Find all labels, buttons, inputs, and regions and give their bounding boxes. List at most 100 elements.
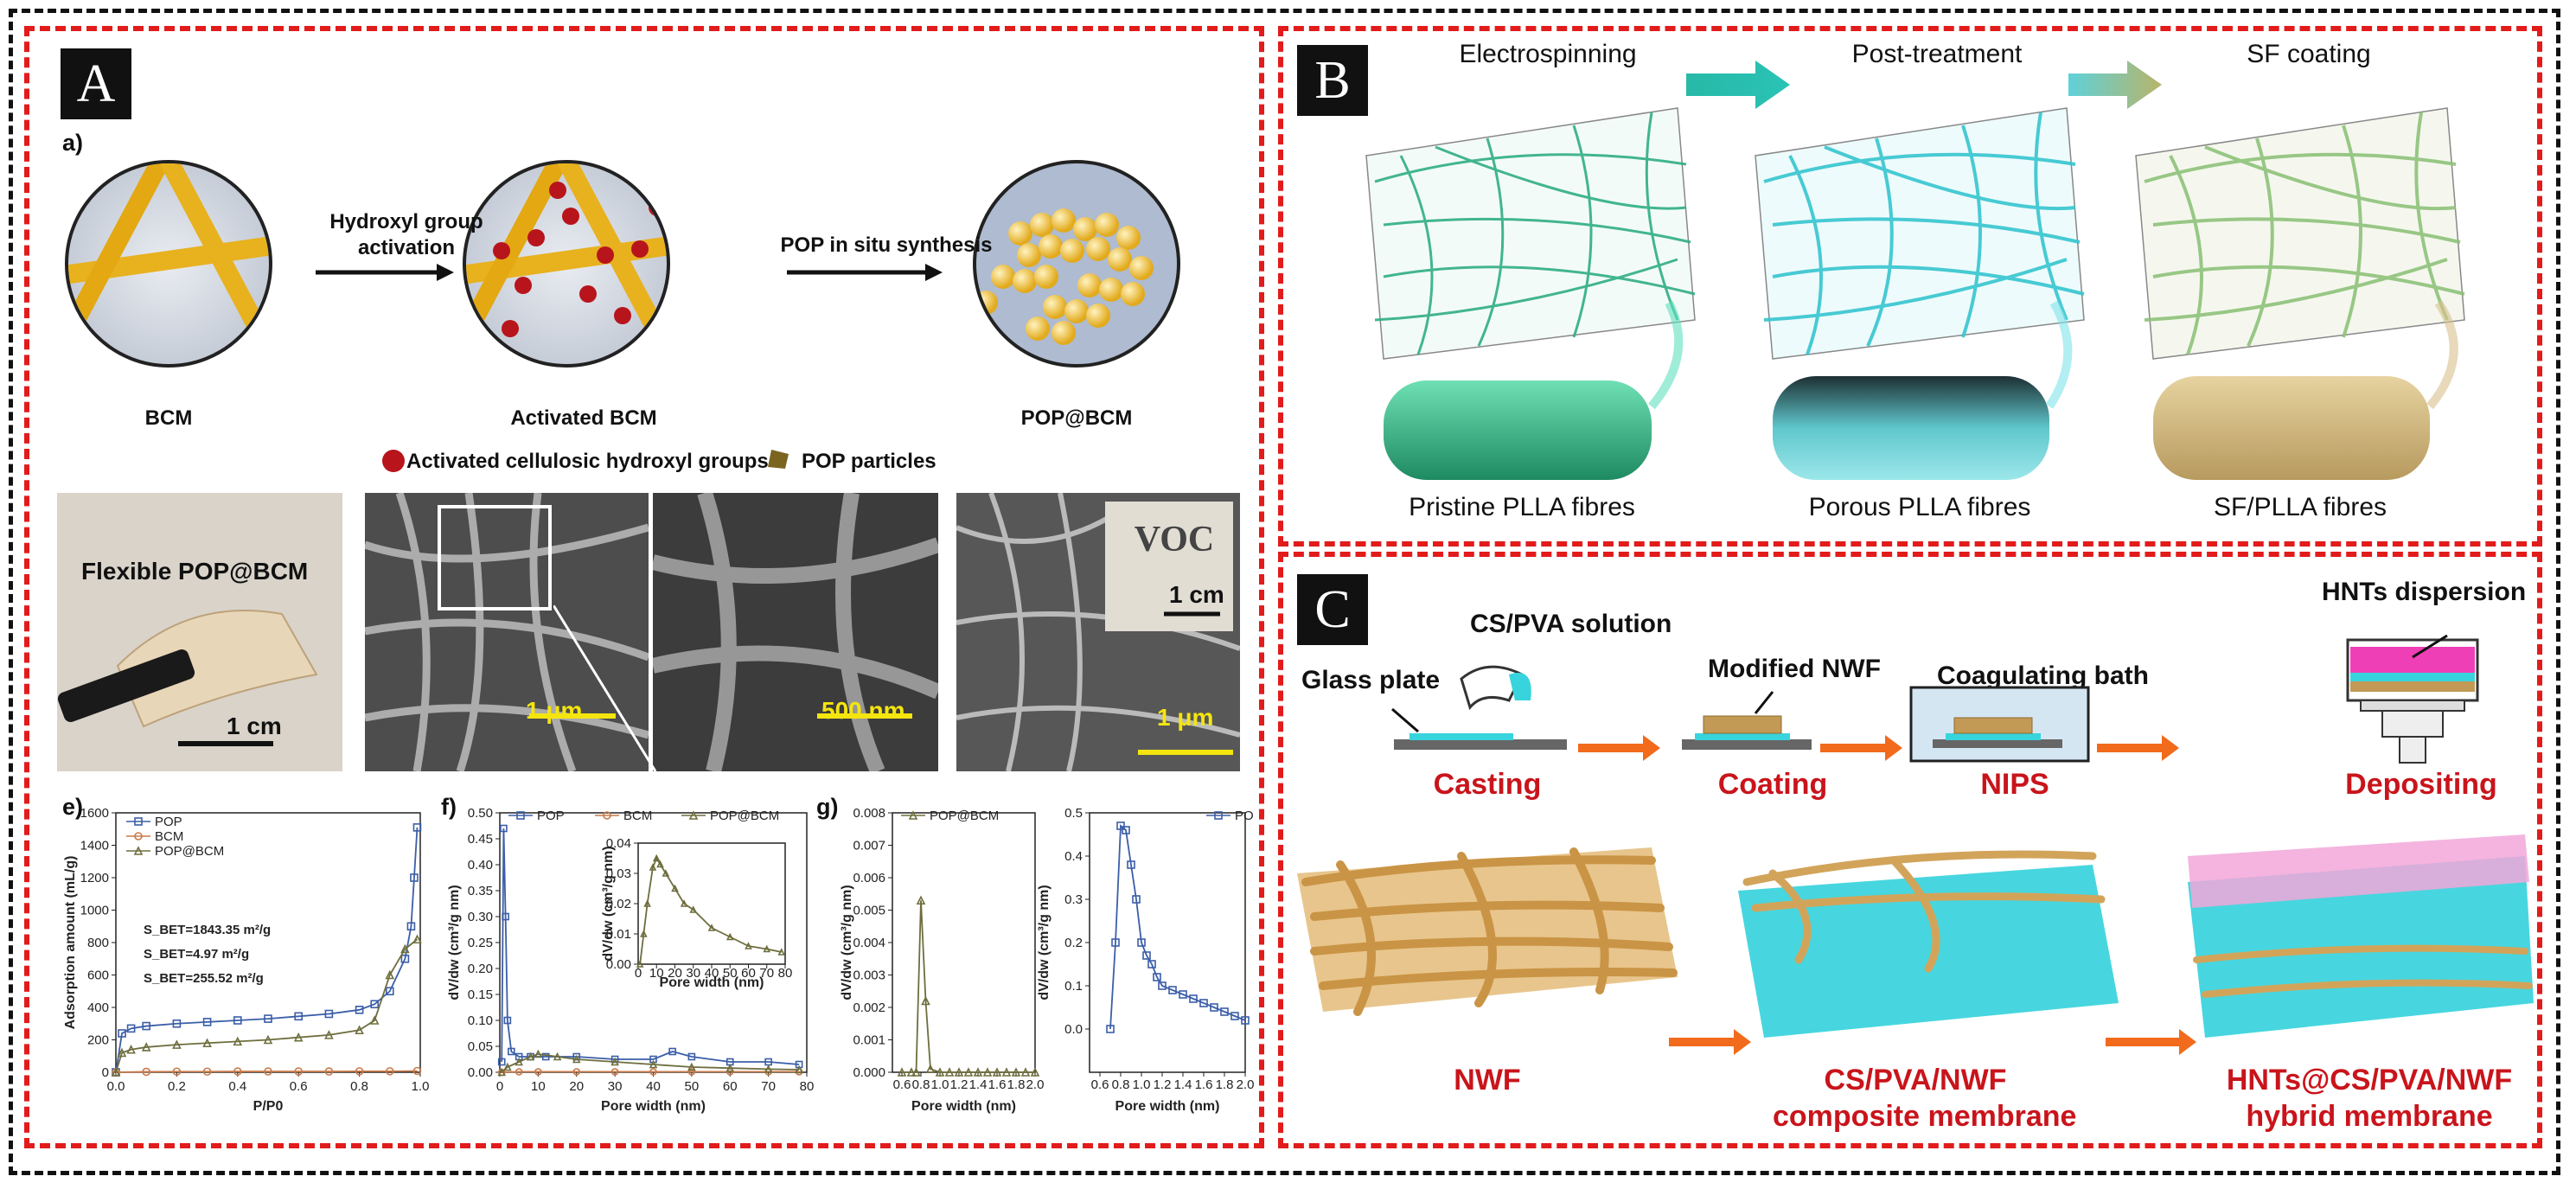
x-tick-label: 0.0: [107, 1079, 125, 1094]
zoom-lines: [553, 605, 657, 772]
y-tick-label: 0.003: [853, 968, 885, 983]
x-axis-label: Pore width (nm): [601, 1099, 706, 1114]
data-point: [534, 1068, 542, 1076]
y-tick-label: 0.3: [1064, 892, 1083, 907]
data-point: [1168, 986, 1177, 994]
y-axis-label: dV/dw (cm³/g nm): [840, 885, 854, 1000]
data-point: [643, 899, 651, 907]
data-point: [897, 1067, 907, 1077]
data-point: [649, 1059, 658, 1069]
data-point: [497, 1067, 507, 1077]
data-point: [925, 1064, 936, 1074]
y-tick-label: 0.004: [853, 936, 885, 950]
series-line: [115, 938, 419, 1073]
data-point: [1030, 1067, 1040, 1077]
x-tick-label: 1.2: [950, 1077, 968, 1092]
data-point: [603, 811, 611, 820]
data-point: [118, 1029, 126, 1038]
x-tick-label: 50: [685, 1079, 700, 1094]
x-tick-label: 0.6: [1091, 1077, 1109, 1092]
x-tick-label: 0: [635, 966, 642, 981]
x-tick-label: 1.8: [1216, 1077, 1234, 1092]
bcm-scheme: [65, 160, 1180, 472]
x-axis-label: Pore width (nm): [660, 975, 764, 990]
activated-dot-legend-icon: [382, 450, 405, 472]
hnts-dispersion-label: HNTs dispersion: [2322, 578, 2527, 606]
x-tick-label: 1.4: [969, 1077, 988, 1092]
data-point: [293, 1032, 304, 1042]
x-tick-label: 1.0: [412, 1079, 430, 1094]
data-point: [745, 942, 752, 949]
series-line: [639, 856, 782, 965]
series-line: [501, 1053, 800, 1073]
legend-label: POP@BCM: [930, 809, 999, 823]
data-point: [1214, 811, 1223, 820]
data-point: [1147, 960, 1156, 968]
composite-label-line2: composite membrane: [1773, 1100, 2077, 1133]
x-tick-label: 1.4: [1174, 1077, 1192, 1092]
data-point: [1189, 994, 1198, 1003]
step-electrospinning: Electrospinning: [1459, 40, 1637, 68]
data-point: [725, 932, 734, 941]
sbet-annotation: S_BET=1843.35 m²/g: [144, 923, 271, 937]
data-point: [172, 1067, 182, 1077]
sem-c1-scale-label: 1 μm: [526, 697, 583, 724]
arrow1-label-line2: activation: [357, 236, 456, 259]
data-point: [688, 810, 699, 820]
data-point: [233, 1036, 243, 1046]
x-tick-label: 0.4: [228, 1079, 246, 1094]
y-tick-label: 0.50: [468, 806, 493, 821]
y-tick-label: 0.2: [1064, 936, 1083, 950]
y-tick-label: 0.00: [606, 957, 631, 972]
modified-nwf-label: Modified NWF: [1708, 655, 1881, 683]
plot-frame: [1089, 812, 1246, 1073]
fibre-pristine-label: Pristine PLLA fibres: [1409, 493, 1635, 521]
data-point: [707, 924, 716, 931]
photo-b-scale-label: 1 cm: [227, 713, 282, 739]
step-post-treatment: Post-treatment: [1851, 40, 2023, 68]
pop-particle-legend-icon: [768, 450, 789, 469]
data-point: [689, 905, 698, 913]
data-point: [264, 1014, 272, 1023]
y-tick-label: 0.45: [468, 832, 493, 847]
y-axis-label: Adsorption amount (mL/g): [63, 856, 78, 1030]
sbet-annotation: S_BET=255.52 m²/g: [144, 971, 264, 986]
data-point: [134, 817, 143, 826]
y-tick-label: 0.35: [468, 884, 493, 898]
step3-label: POP@BCM: [1020, 406, 1133, 430]
data-point: [264, 1067, 272, 1076]
subpanel-e-label: e): [62, 794, 84, 820]
x-axis-label: Pore width (nm): [911, 1099, 1016, 1114]
x-axis-label: Pore width (nm): [1115, 1099, 1220, 1114]
legend: POP@BCM: [901, 809, 999, 823]
sem-d-inset-scale-label: 1 cm: [1169, 581, 1224, 608]
y-tick-label: 0.05: [468, 1039, 493, 1054]
subpanel-a-label: a): [62, 130, 84, 156]
series-pop-bcm: [497, 1049, 803, 1077]
y-tick-label: 1400: [80, 839, 109, 853]
panel-c-membrane-renders: [1297, 834, 2534, 1055]
data-point: [412, 934, 422, 944]
data-point: [640, 930, 648, 937]
y-tick-label: 0.5: [1064, 806, 1083, 821]
legend-label: POP: [1235, 809, 1254, 823]
hybrid-label-line1: HNTs@CS/PVA/NWF: [2226, 1064, 2513, 1096]
data-point: [1142, 951, 1151, 960]
panel-b-illustration: [1365, 61, 2465, 480]
legend-label: POP@BCM: [710, 809, 779, 823]
data-point: [369, 1015, 380, 1025]
x-tick-label: 0.6: [893, 1077, 911, 1092]
data-point: [324, 1009, 334, 1019]
series-pop-bcm: [111, 934, 422, 1077]
y-tick-label: 0.00: [468, 1065, 493, 1080]
subpanel-f-label: f): [441, 794, 457, 820]
data-point: [610, 1057, 619, 1066]
data-point: [1137, 938, 1146, 947]
cs-pva-solution-label: CS/PVA solution: [1470, 610, 1672, 638]
sem-c-low-mag: [365, 493, 649, 771]
data-point: [572, 1054, 581, 1064]
legend-label: POP: [155, 815, 182, 829]
data-point: [500, 824, 508, 833]
